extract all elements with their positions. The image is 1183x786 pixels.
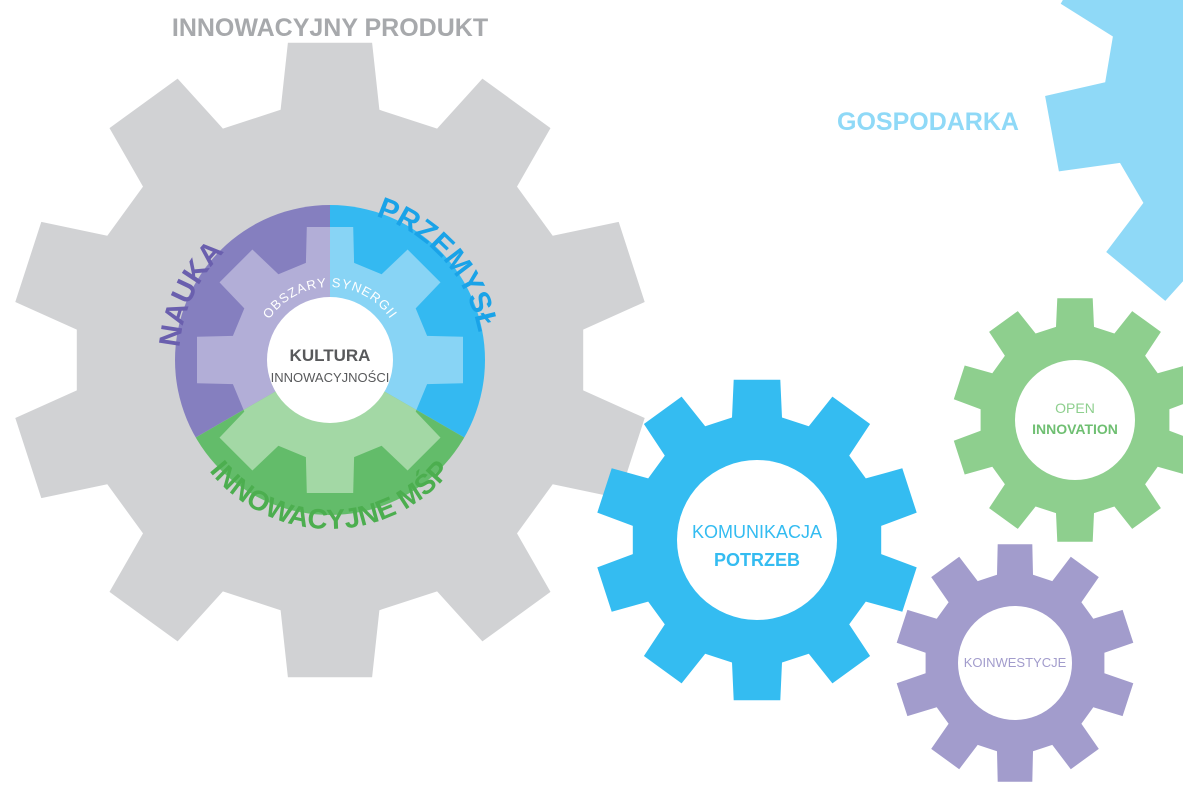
diagram-title: INNOWACYJNY PRODUKT [172, 14, 488, 42]
core-subtitle: INNOWACYJNOŚCI [271, 370, 390, 385]
core-circle [267, 297, 393, 423]
open-innovation-center [1015, 360, 1135, 480]
communication-label-line1: KOMUNIKACJA [692, 522, 822, 542]
economy-label: GOSPODARKA [837, 108, 1019, 136]
open-innovation-label-line2: INNOVATION [1032, 421, 1118, 437]
coinvestment-label: KOINWESTYCJE [964, 655, 1067, 670]
open-innovation-label-line1: OPEN [1055, 400, 1095, 416]
economy-gear [1045, 0, 1183, 301]
synergy-gear [197, 227, 463, 493]
communication-label-line2: POTRZEB [714, 550, 800, 570]
core-title: KULTURA [290, 346, 371, 365]
coinvestment-center [958, 606, 1072, 720]
communication-center [677, 460, 837, 620]
synergy-gear-sme-part [197, 360, 463, 493]
